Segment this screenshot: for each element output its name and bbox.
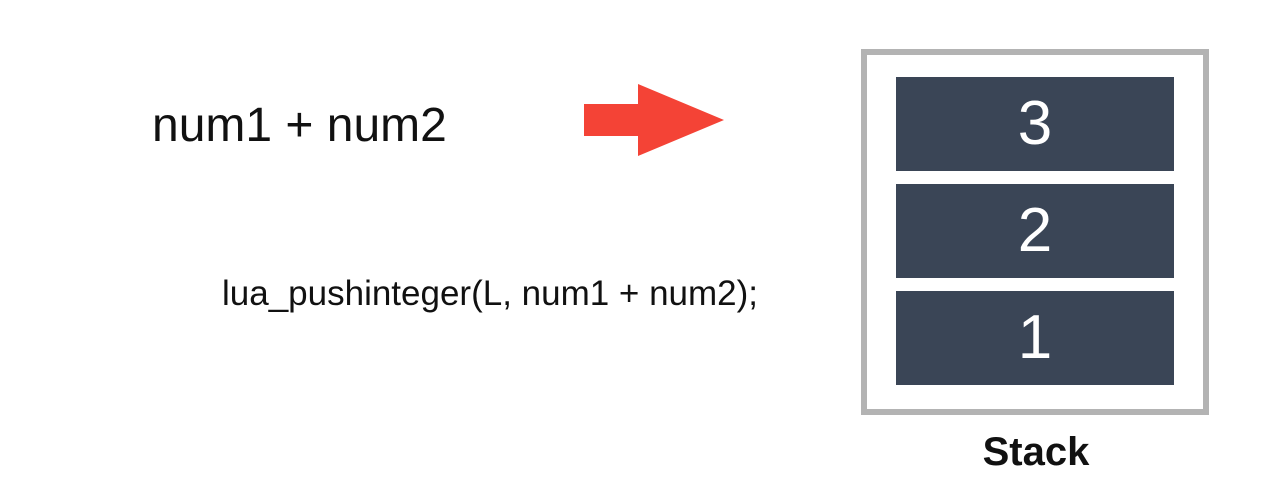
code-line-text: lua_pushinteger(L, num1 + num2);: [222, 274, 759, 313]
stack-slot-bottom: 1: [896, 291, 1174, 385]
expression-text: num1 + num2: [152, 99, 447, 152]
stack-container: 3 2 1: [861, 49, 1209, 415]
stack-slot-middle: 2: [896, 184, 1174, 278]
stack-label: Stack: [982, 430, 1090, 474]
right-arrow-icon: [584, 84, 724, 156]
stack-slot-top: 3: [896, 77, 1174, 171]
arrow-shape: [584, 84, 724, 156]
